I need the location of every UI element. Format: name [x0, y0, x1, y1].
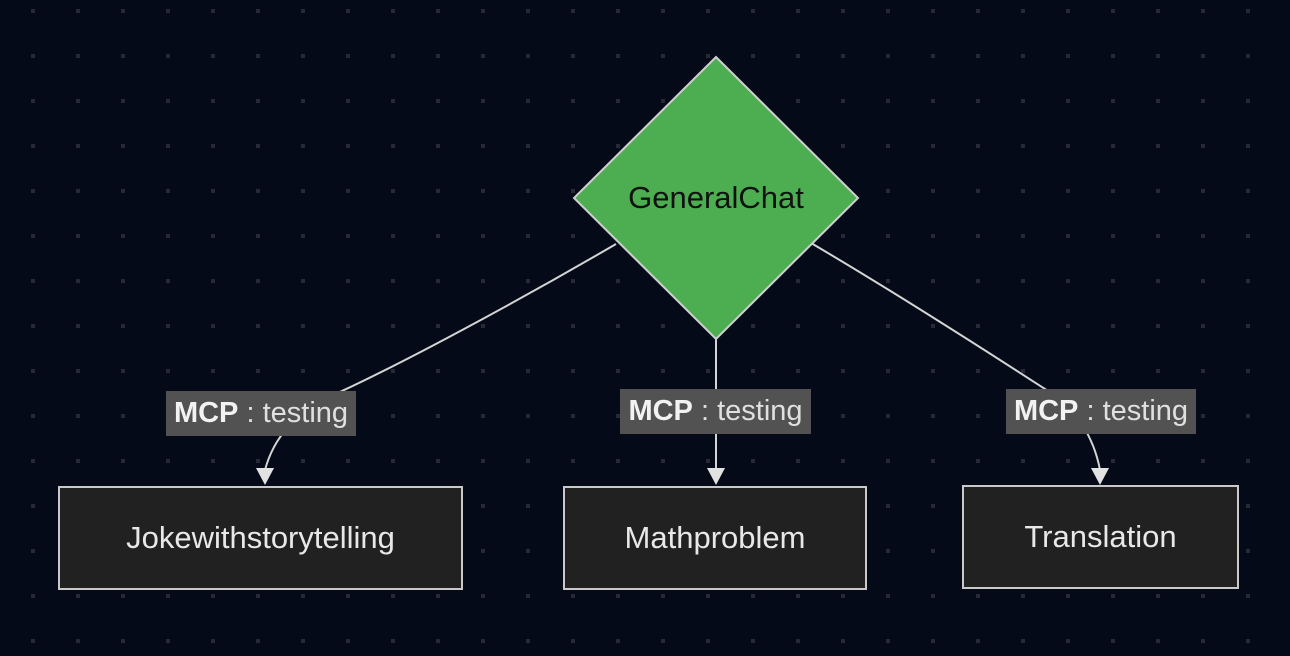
node-label: Jokewithstorytelling: [126, 520, 395, 555]
edge-label-suffix: : testing: [692, 395, 803, 427]
arrowhead-mathproblem: [707, 468, 725, 485]
node-label: Translation: [1024, 519, 1177, 554]
arrowhead-jokewithstorytelling: [256, 468, 274, 485]
edge-label-prefix: MCP: [628, 395, 693, 427]
root-node-diamond: [572, 55, 860, 341]
node-mathproblem: Mathproblem: [563, 486, 867, 590]
node-label: Mathproblem: [624, 520, 806, 555]
edge-label-mathproblem: MCP : testing: [620, 389, 811, 434]
edge-label-suffix: : testing: [238, 397, 349, 429]
edge-label-prefix: MCP: [1013, 395, 1079, 427]
arrowhead-translation: [1091, 468, 1109, 485]
edge-label-suffix: : testing: [1078, 395, 1189, 427]
edge-label-translation: MCP : testing: [1006, 389, 1196, 434]
edge-label-jokewithstorytelling: MCP : testing: [166, 391, 356, 436]
edge-label-prefix: MCP: [173, 397, 239, 429]
node-jokewithstorytelling: Jokewithstorytelling: [58, 486, 463, 590]
node-translation: Translation: [962, 485, 1239, 589]
